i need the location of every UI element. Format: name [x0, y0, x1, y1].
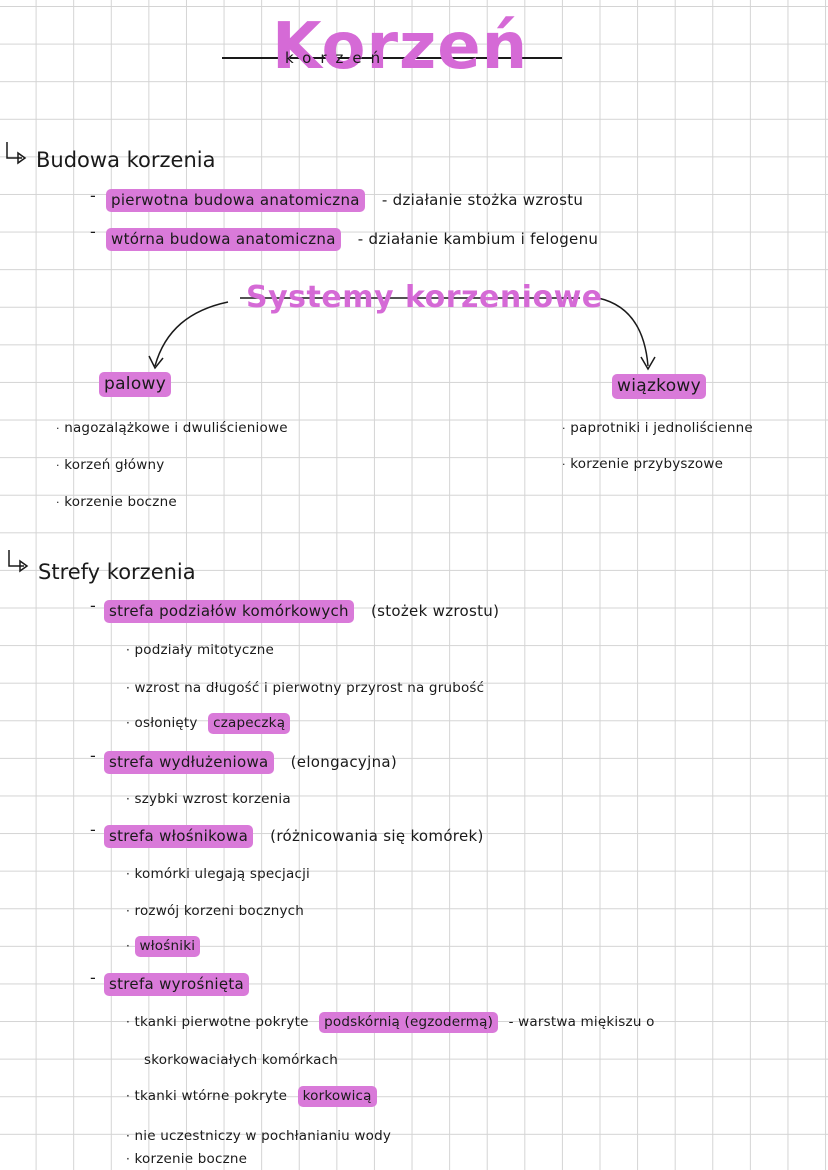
- arrow-bullet-icon: [8, 550, 24, 567]
- strefa-1-item: · wzrost na długość i pierwotny przyrost…: [126, 680, 485, 696]
- label-palowy: palowy: [99, 372, 172, 397]
- highlight: podskórnią (egzodermą): [319, 1012, 499, 1033]
- strefa-1: strefa podziałów komórkowych (stożek wzr…: [104, 600, 499, 623]
- palowy-item: · korzeń główny: [56, 457, 165, 473]
- highlight: wtórna budowa anatomiczna: [106, 228, 341, 251]
- strefa-3-item: · rozwój korzeni bocznych: [126, 903, 305, 919]
- dash: -: [90, 968, 96, 987]
- highlight: strefa wyrośnięta: [104, 973, 250, 996]
- dash: -: [90, 186, 96, 205]
- palowy-item: · nagozalążkowe i dwuliścieniowe: [56, 420, 288, 436]
- strefa-4-item: · tkanki wtórne pokryte korkowicą: [126, 1086, 377, 1107]
- strefa-4-item: · tkanki pierwotne pokryte podskórnią (e…: [126, 1012, 655, 1033]
- highlight: strefa podziałów komórkowych: [104, 600, 354, 623]
- strefa-3: strefa włośnikowa (różnicowania się komó…: [104, 825, 484, 848]
- dash: -: [90, 746, 96, 765]
- highlight: pierwotna budowa anatomiczna: [106, 189, 365, 212]
- wiazkowy-item: · paprotniki i jednoliścienne: [562, 420, 753, 436]
- title-strike-text: korzeń: [285, 49, 390, 67]
- highlight: strefa włośnikowa: [104, 825, 254, 848]
- budowa-item-1: pierwotna budowa anatomiczna - działanie…: [106, 189, 583, 212]
- strefa-2-item: · szybki wzrost korzenia: [126, 791, 291, 807]
- strefa-2: strefa wydłużeniowa (elongacyjna): [104, 751, 397, 774]
- dash: -: [90, 820, 96, 839]
- arrow-right-icon: [597, 297, 649, 367]
- strefa-4-item-cont: skorkowaciałych komórkach: [144, 1052, 339, 1068]
- strefa-4-item: · nie uczestniczy w pochłanianiu wody: [126, 1128, 392, 1144]
- highlight: korkowicą: [297, 1086, 377, 1107]
- subtitle-systemy: Systemy korzeniowe: [246, 280, 603, 315]
- highlight: czapeczką: [208, 713, 291, 734]
- strefa-4-item: · korzenie boczne: [126, 1151, 248, 1167]
- strefa-1-item: · podziały mitotyczne: [126, 642, 275, 658]
- arrow-bullet-icon: [6, 142, 22, 159]
- arrow-left-icon: [154, 301, 229, 367]
- strefa-4: strefa wyrośnięta: [104, 973, 250, 996]
- wiazkowy-item: · korzenie przybyszowe: [562, 456, 724, 472]
- dash: -: [90, 596, 96, 615]
- label-wiazkowy: wiązkowy: [612, 374, 706, 399]
- strefa-1-item: · osłonięty czapeczką: [126, 713, 291, 734]
- section-header-strefy: Strefy korzenia: [38, 560, 196, 584]
- section-header-budowa: Budowa korzenia: [36, 148, 216, 172]
- highlight: strefa wydłużeniowa: [104, 751, 274, 774]
- palowy-item: · korzenie boczne: [56, 494, 177, 510]
- budowa-item-2: wtórna budowa anatomiczna - działanie ka…: [106, 228, 598, 251]
- highlight: włośniki: [134, 936, 201, 957]
- strefa-3-item: · włośniki: [126, 936, 201, 957]
- strefa-3-item: · komórki ulegają specjacji: [126, 866, 310, 882]
- dash: -: [90, 222, 96, 241]
- page-title: Korzeń: [272, 10, 529, 84]
